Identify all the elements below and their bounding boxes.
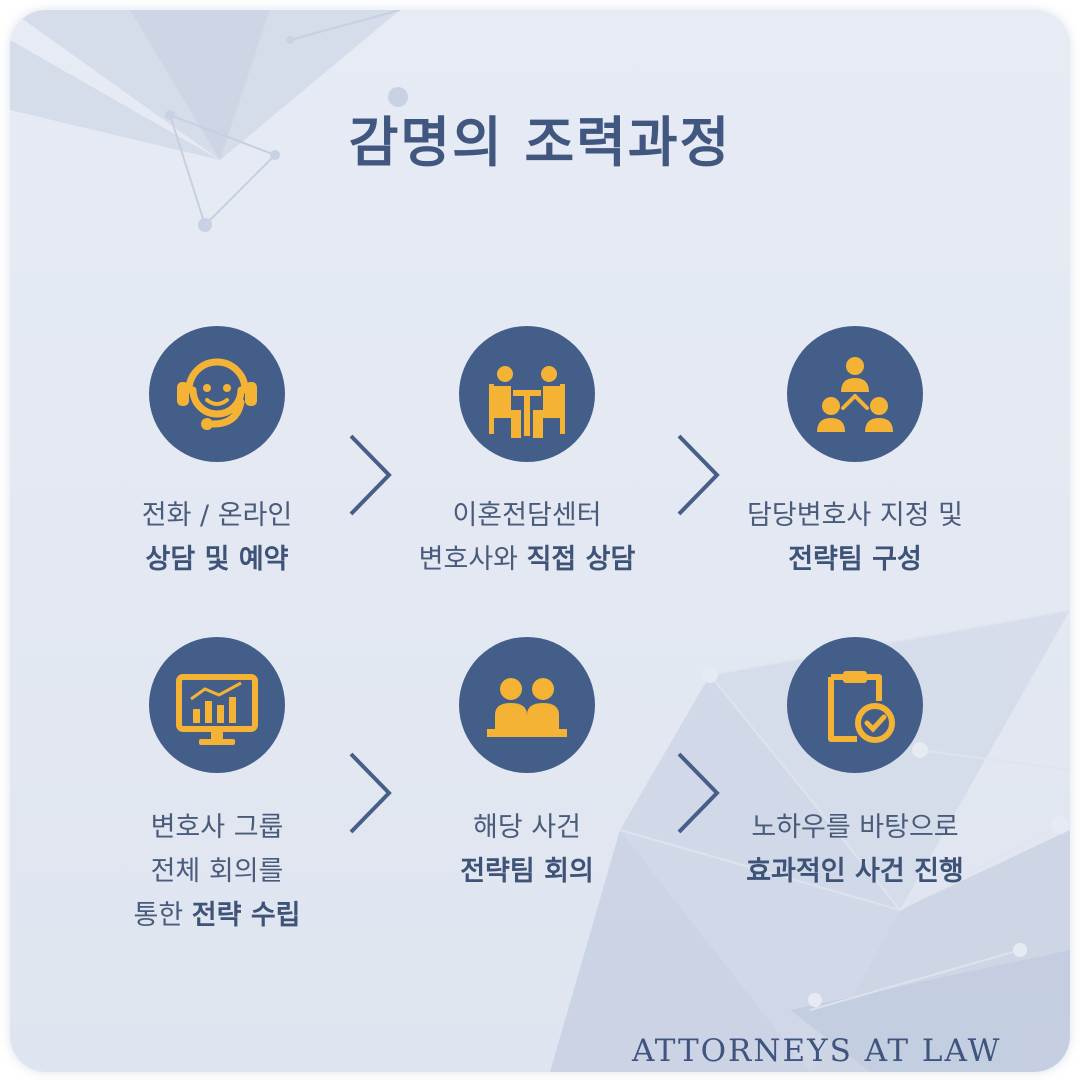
step-6-line-2-bold: 효과적인 사건 진행 [746,856,964,887]
chevron-right-icon [349,434,392,516]
step-2-circle [459,326,595,462]
step-1-caption: 전화 / 온라인 상담 및 예약 [67,494,367,582]
process-card: 감명의 조력과정 전화 / 온라인 상담 및 예약 [10,10,1070,1072]
step-4-circle [149,637,285,773]
step-2-line-2: 변호사와 [418,544,527,575]
step-5-line-2-bold: 전략팀 회의 [460,856,594,887]
step-3-line-2-bold: 전략팀 구성 [788,544,922,575]
headset-icon [177,358,257,430]
chevron-right-icon [349,752,392,834]
step-5-circle [459,637,595,773]
chevron-right-icon [677,434,720,516]
step-6-caption: 노하우를 바탕으로 효과적인 사건 진행 [705,806,1005,894]
step-5-caption: 해당 사건 전략팀 회의 [377,806,677,894]
team-icon [817,357,893,432]
step-4-line-1: 변호사 그룹 [150,812,284,843]
step-2-caption: 이혼전담센터 변호사와 직접 상담 [377,494,677,582]
step-2-line-1: 이혼전담센터 [452,500,602,531]
step-3-line-1: 담당변호사 지정 및 [747,500,963,531]
monitor-chart-icon [176,674,258,745]
step-3-caption: 담당변호사 지정 및 전략팀 구성 [705,494,1005,582]
meeting-icon [489,366,565,438]
step-1-line-1: 전화 / 온라인 [141,500,293,531]
step-3-circle [787,326,923,462]
step-2-line-2-bold: 직접 상담 [526,544,636,575]
step-1-circle [149,326,285,462]
step-4-caption: 변호사 그룹 전체 회의를 통한 전략 수립 [67,806,367,938]
step-6-circle [787,637,923,773]
step-6-line-1: 노하우를 바탕으로 [751,812,959,843]
step-4-line-3-bold: 전략 수립 [191,900,301,931]
step-4-line-3: 통한 [133,900,192,931]
conference-icon [487,678,567,737]
clipboard-check-icon [828,671,895,743]
step-5-line-1: 해당 사건 [473,812,581,843]
page-title: 감명의 조력과정 [348,111,732,174]
step-1-line-2-bold: 상담 및 예약 [145,544,289,575]
step-4-line-2: 전체 회의를 [150,856,284,887]
footer-brand: ATTORNEYS AT LAW [632,1033,1002,1069]
chevron-right-icon [677,752,720,834]
